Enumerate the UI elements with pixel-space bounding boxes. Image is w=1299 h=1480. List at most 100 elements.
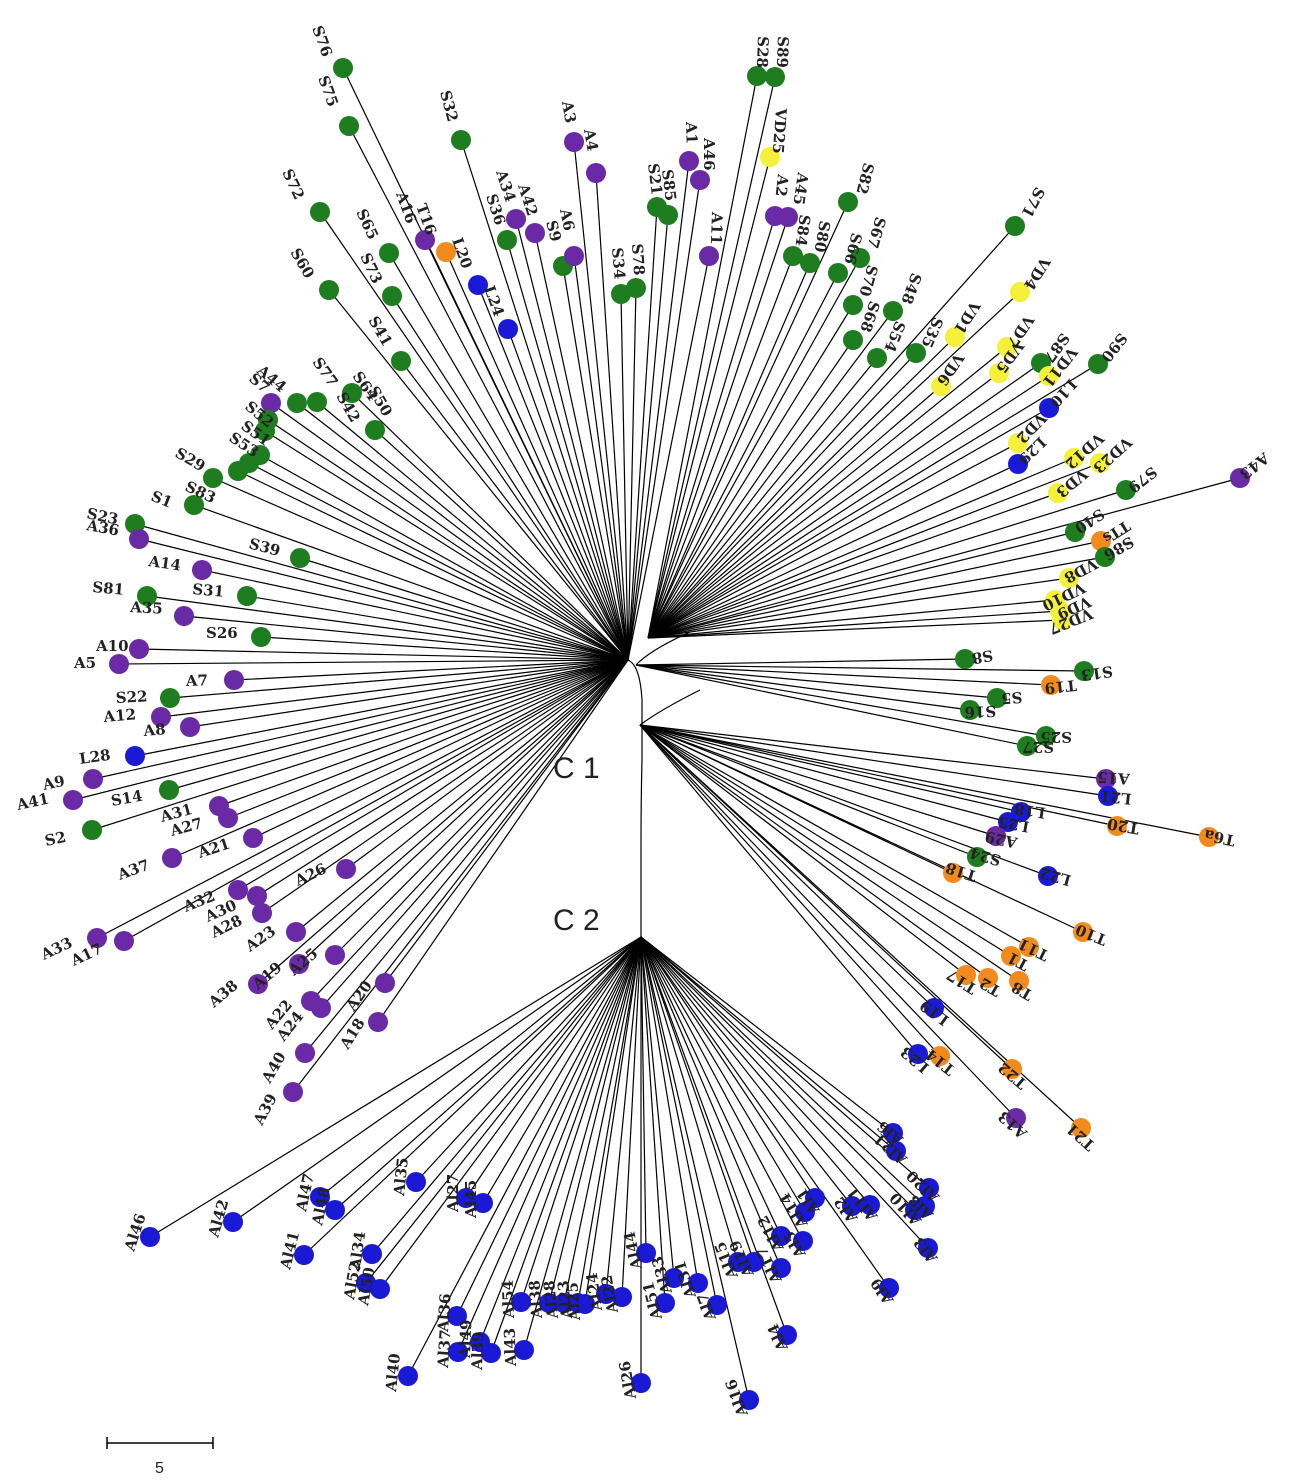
leaf-dot-s39 <box>290 548 310 568</box>
branch-a28 <box>261 659 629 914</box>
branch-al1 <box>640 936 816 1199</box>
leaf-label-al28: Al28 <box>540 1280 562 1321</box>
branch-s78 <box>627 287 637 661</box>
branch-a36 <box>138 538 629 661</box>
branch-a41 <box>72 659 629 801</box>
leaf-label-s70: S70 <box>855 263 881 298</box>
branch-a1 <box>627 160 690 661</box>
leaf-dot-a28 <box>252 903 272 923</box>
leaf-dot-s70 <box>843 295 863 315</box>
leaf-dot-s60 <box>319 280 339 300</box>
branch-l24 <box>507 328 629 661</box>
branch-al7 <box>640 936 718 1306</box>
leaf-label-a8: A8 <box>142 720 167 740</box>
branch-vd4 <box>647 291 1021 639</box>
leaf-dot-vd7 <box>997 337 1017 357</box>
leaf-label-a21: A21 <box>195 835 232 862</box>
leaf-dot-al10 <box>905 1200 925 1220</box>
leaf-dot-al2 <box>842 1196 862 1216</box>
leaf-dot-a36 <box>129 529 149 549</box>
leaf-dot-al49 <box>470 1332 490 1352</box>
branch-a10 <box>138 648 629 661</box>
branch-vd10 <box>647 599 1056 639</box>
branch-t20 <box>639 724 1118 827</box>
branch-s13 <box>635 664 1085 672</box>
leaf-dot-s79 <box>1116 480 1136 500</box>
leaf-label-a5: A5 <box>73 654 96 672</box>
leaf-dot-a15 <box>1096 769 1116 789</box>
branch-s77 <box>296 402 629 661</box>
branch-al10 <box>640 936 916 1211</box>
branch-s75 <box>348 125 629 661</box>
leaf-label-s26: S26 <box>206 624 238 642</box>
branch-a3 <box>573 141 629 661</box>
leaf-label-a12: A12 <box>102 705 137 726</box>
leaf-dot-a7 <box>224 670 244 690</box>
leaf-dot-t17 <box>956 965 976 985</box>
branch-s24 <box>639 724 978 858</box>
leaf-label-a23: A23 <box>241 922 279 956</box>
leaf-label-s77: S77 <box>309 354 342 390</box>
leaf-dot-s50 <box>365 420 385 440</box>
leaf-dot-a27 <box>218 808 238 828</box>
leaf-label-al36: Al36 <box>434 1293 455 1333</box>
leaf-dot-a25 <box>325 945 345 965</box>
leaf-dot-a45 <box>778 207 798 227</box>
branch-s27 <box>635 664 1028 747</box>
branch-s85 <box>627 214 669 661</box>
leaf-dot-a32 <box>228 880 248 900</box>
branch-al48 <box>334 936 642 1211</box>
leaf-label-a33: A33 <box>37 934 75 964</box>
branch-t1 <box>639 724 1012 957</box>
leaf-dot-a35 <box>174 606 194 626</box>
leaf-dot-al22 <box>612 1287 632 1307</box>
clade-label-c2: C 2 <box>553 904 600 937</box>
branch-s64 <box>351 392 629 661</box>
branch-l20 <box>477 284 629 661</box>
leaf-dot-s66 <box>828 263 848 283</box>
branch-s7 <box>267 419 629 661</box>
leaf-dot-al12 <box>771 1226 791 1246</box>
branch-al41 <box>303 936 642 1256</box>
leaf-label-a14: A14 <box>146 552 182 574</box>
leaf-label-a46: A46 <box>700 137 718 171</box>
leaf-label-a36: A36 <box>84 516 120 540</box>
leaf-dot-vd6 <box>931 376 951 396</box>
leaf-label-s35: S35 <box>917 314 946 350</box>
leaf-dot-vd27 <box>1052 610 1072 630</box>
leaf-label-a7: A7 <box>185 671 209 690</box>
leaf-dot-a34 <box>506 209 526 229</box>
leaf-dot-s73 <box>382 286 402 306</box>
branch-al39 <box>490 936 642 1354</box>
branch-vd6 <box>647 385 942 639</box>
branch-al40 <box>407 936 642 1377</box>
leaf-dot-a11 <box>699 246 719 266</box>
leaf-label-s8: S8 <box>970 646 994 667</box>
leaf-dot-s32 <box>451 130 471 150</box>
leaf-label-al26: Al26 <box>616 1360 641 1402</box>
leaf-label-s27: S27 <box>1022 738 1054 756</box>
branch-al38 <box>548 936 642 1304</box>
leaf-dot-s28 <box>747 66 767 86</box>
leaf-label-al37: Al37 <box>434 1329 455 1369</box>
branch-al22 <box>621 936 642 1298</box>
leaf-dot-l29 <box>1008 454 1028 474</box>
branch-a14 <box>201 569 629 661</box>
leaf-dot-s80 <box>800 253 820 273</box>
leaf-label-t20: T20 <box>1106 814 1141 837</box>
leaf-dot-t11 <box>1019 937 1039 957</box>
leaf-label-al45: Al45 <box>462 1180 480 1219</box>
leaf-label-al43: Al43 <box>501 1328 520 1368</box>
branch-a15 <box>639 724 1107 780</box>
branch-vd1 <box>647 336 956 639</box>
branch-vd27 <box>647 619 1063 639</box>
leaf-dot-al37 <box>448 1342 468 1362</box>
leaf-dot-al7 <box>707 1295 727 1315</box>
branch-t2 <box>639 724 989 979</box>
leaf-dot-l23 <box>908 1044 928 1064</box>
branch-vd12 <box>647 457 1075 639</box>
leaf-dot-s29 <box>228 461 248 481</box>
leaf-label-s48: S48 <box>897 271 925 307</box>
leaf-dot-al47 <box>310 1187 330 1207</box>
leaf-dot-vd25 <box>760 147 780 167</box>
